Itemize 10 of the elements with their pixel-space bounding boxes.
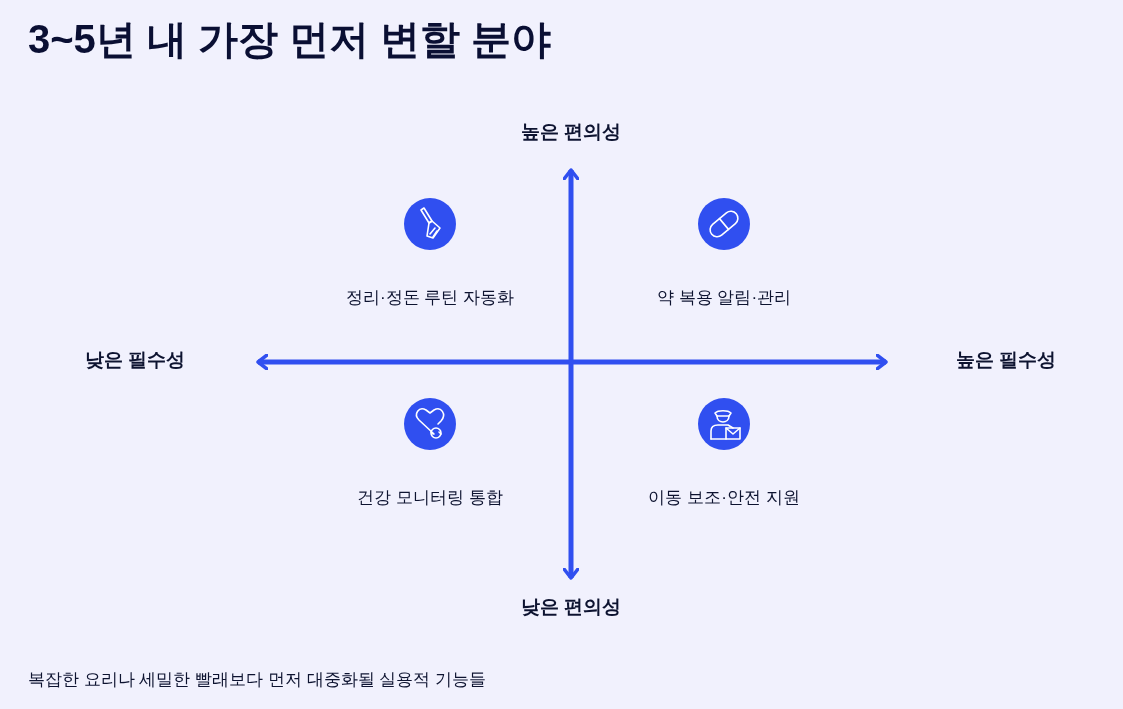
quadrant-label: 이동 보조·안전 지원	[648, 487, 800, 510]
quadrant-label: 건강 모니터링 통합	[357, 487, 503, 510]
axis-label: 낮은 필수성	[84, 347, 186, 372]
axis-label: 높은 편의성	[520, 119, 622, 144]
caption: 복잡한 요리나 세밀한 빨래보다 먼저 대중화될 실용적 기능들	[28, 669, 487, 691]
axis-label: 높은 필수성	[955, 347, 1057, 372]
axis-label: 낮은 편의성	[520, 594, 622, 619]
quadrant-label: 약 복용 알림·관리	[656, 287, 792, 310]
quadrant-label: 정리·정돈 루틴 자동화	[345, 287, 515, 310]
title: 3~5년 내 가장 먼저 변할 분야	[28, 16, 552, 63]
